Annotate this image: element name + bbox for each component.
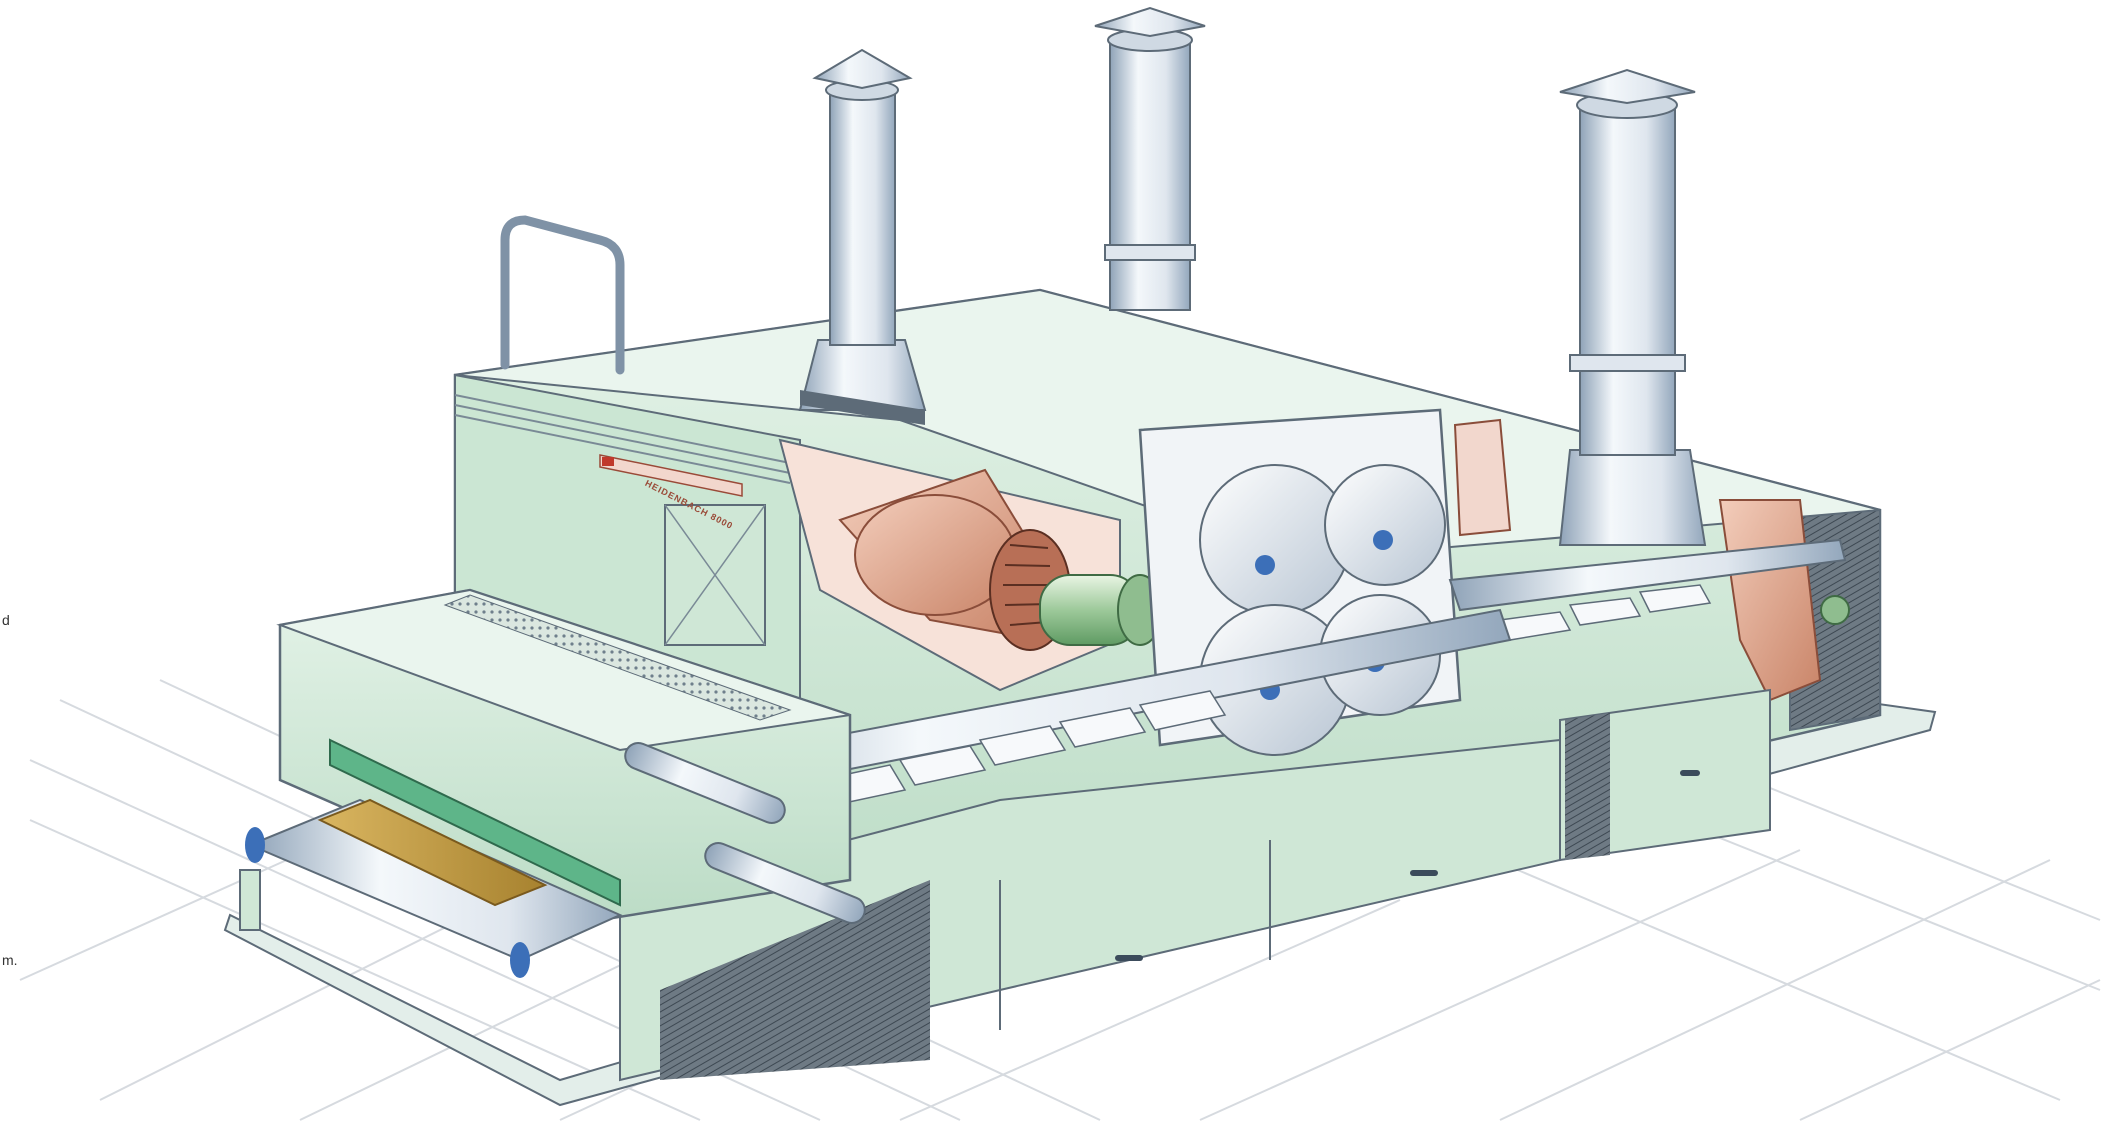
brand-plate (599, 454, 743, 497)
top-handle-rail (500, 215, 625, 375)
motor-icon (1039, 574, 1163, 646)
edge-mark-bottom: m. (2, 952, 18, 968)
chimney-center (1094, 6, 1206, 311)
infeed-rollers (624, 742, 866, 924)
infeed-section (239, 588, 852, 978)
edge-mark-top: d (2, 612, 10, 628)
lower-front-cabinets (619, 738, 1700, 1082)
lower-right-cabinet (1559, 688, 1771, 862)
chimney-left (798, 48, 927, 425)
chimney-right (1558, 68, 1707, 546)
burner-cutaway (778, 438, 1121, 692)
cabinet-handle-icon (1115, 770, 1700, 961)
